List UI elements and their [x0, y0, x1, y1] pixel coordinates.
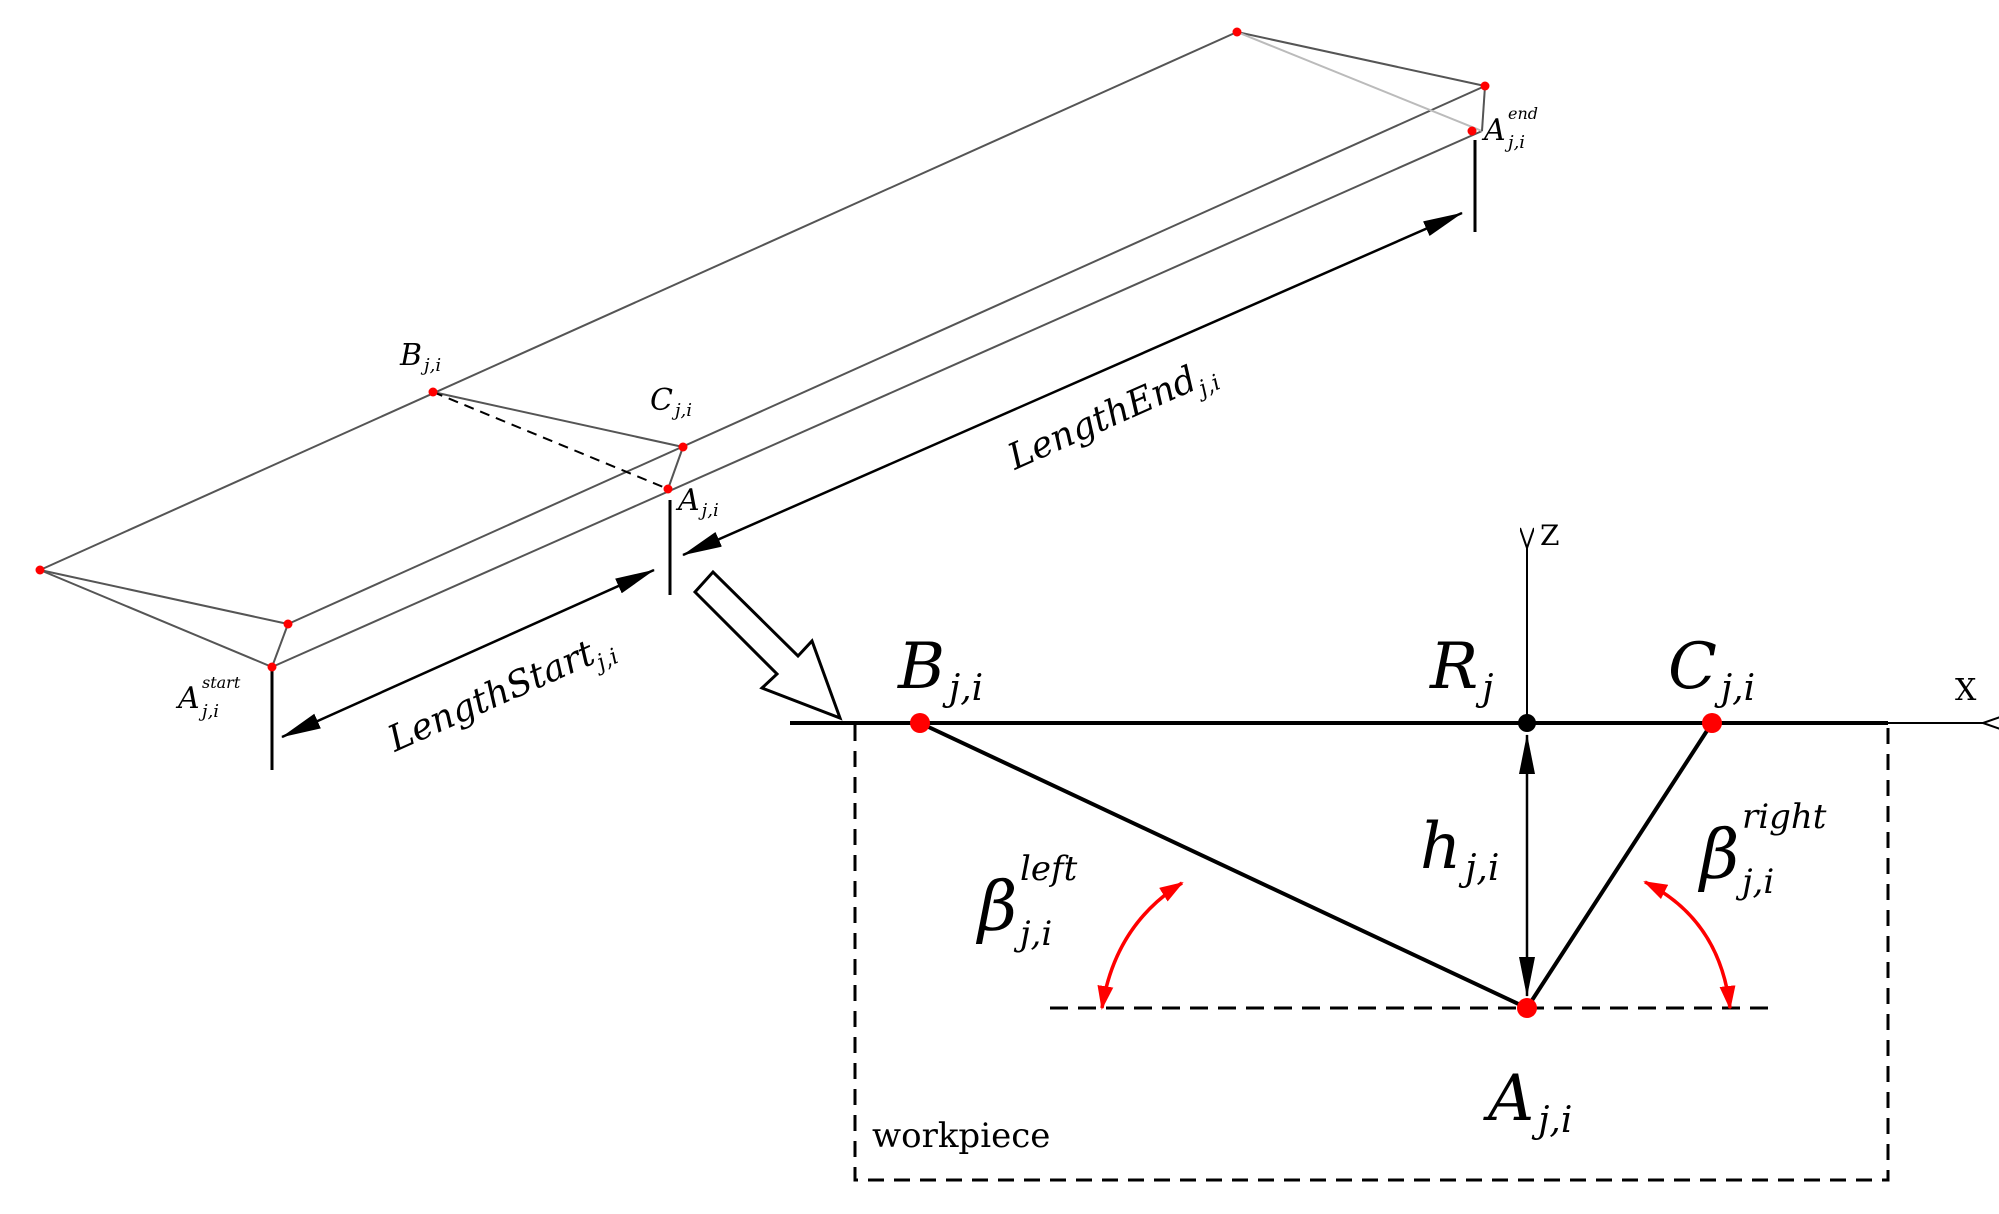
angle-left-base: β	[975, 868, 1017, 947]
iso-point	[1232, 27, 1242, 37]
angle-left-label: β left j,i	[975, 849, 1078, 954]
iso-point-a-end	[1467, 126, 1477, 136]
angle-left-sup: left	[1020, 849, 1078, 889]
section-point-r	[1518, 714, 1536, 732]
angle-right-sup: right	[1742, 797, 1827, 837]
length-end-label: LengthEndj,i	[1001, 350, 1224, 484]
iso-point-a	[663, 484, 673, 494]
iso-point-c	[678, 442, 688, 452]
length-end-arrow	[682, 211, 1463, 557]
iso-point	[1480, 81, 1490, 91]
iso-points	[35, 27, 1490, 672]
length-start-label: LengthStartj,i	[381, 624, 622, 766]
iso-label-a-end-sup: end	[1508, 104, 1538, 123]
angle-right-arc	[1643, 880, 1736, 1010]
angle-right-base: β	[1697, 816, 1739, 895]
iso-point	[35, 565, 45, 575]
iso-label-a-end-base: A	[1481, 113, 1506, 148]
x-axis-label: X	[1955, 673, 1977, 708]
iso-point	[283, 619, 293, 629]
angle-right-sub: j,i	[1735, 862, 1774, 902]
section-point-a	[1517, 998, 1537, 1018]
workpiece-label: workpiece	[872, 1116, 1050, 1156]
iso-label-a-start-sub: j,i	[198, 701, 219, 722]
section-point-c	[1702, 713, 1722, 733]
length-start-arrow	[281, 568, 655, 739]
detail-pointer-arrow	[692, 569, 843, 721]
workpiece-boundary	[853, 725, 1890, 1182]
iso-wireframe	[39, 31, 1486, 668]
iso-label-a-start: A start j,i	[175, 673, 241, 722]
groove-left-flank	[919, 721, 1528, 1010]
iso-label-a-end-sub: j,i	[1504, 132, 1525, 153]
angle-right-label: β right j,i	[1697, 797, 1827, 902]
groove-right-flank	[1525, 721, 1714, 1010]
iso-label-a-start-sup: start	[202, 673, 241, 692]
z-axis-label: Z	[1540, 519, 1559, 552]
iso-label-a-start-base: A	[175, 681, 200, 716]
angle-left-sub: j,i	[1013, 914, 1052, 954]
iso-point-a-start	[267, 662, 277, 672]
iso-label-a-end: A end j,i	[1481, 104, 1538, 153]
angle-left-arc	[1097, 881, 1184, 1010]
section-point-b	[910, 713, 930, 733]
iso-point-b	[428, 387, 438, 397]
